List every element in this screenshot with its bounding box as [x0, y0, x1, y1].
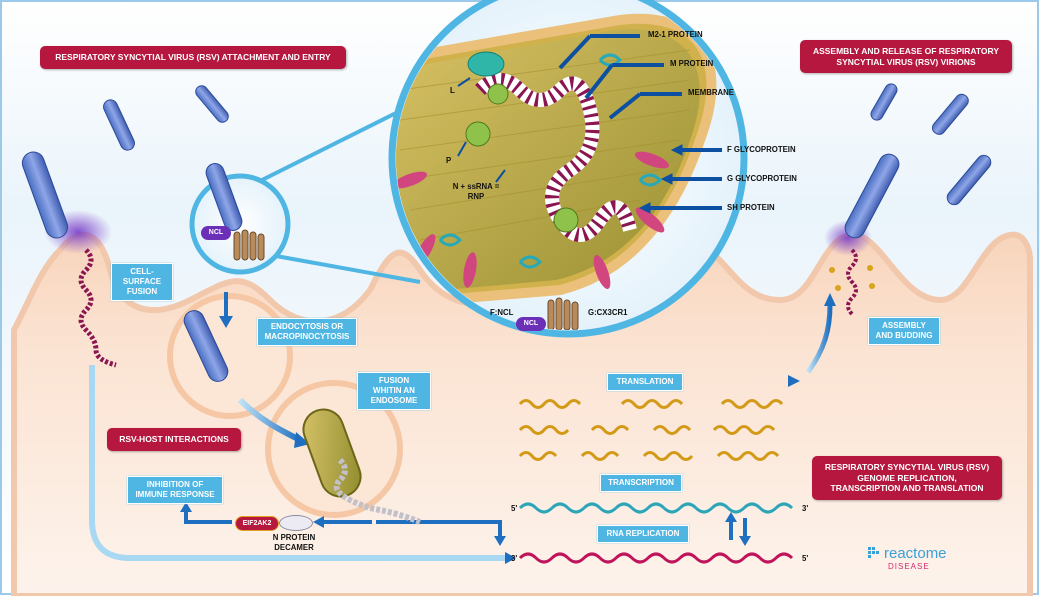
arrowhead-eif2ak2: [313, 516, 324, 528]
strand-neg-5prime: 5': [802, 554, 809, 563]
label-n-protein-decamer: N PROTEIN DECAMER: [272, 533, 316, 552]
flow-arrowhead-replication: [505, 552, 516, 564]
label-l-protein: L: [450, 86, 455, 95]
banner-attachment-entry: RESPIRATORY SYNCYTIAL VIRUS (RSV) ATTACH…: [40, 46, 346, 69]
arrow-to-inhibition: [184, 510, 232, 524]
positive-strand-rna: [518, 502, 794, 514]
mrna-transcripts: [518, 399, 784, 461]
n-protein-decamer-shape: [279, 515, 313, 531]
label-f-ncl: F:NCL: [490, 308, 514, 317]
label-p-protein: P: [446, 156, 452, 165]
arrowhead-uncoating: [494, 536, 506, 546]
label-m-protein: M PROTEIN: [670, 59, 714, 68]
strand-pos-5prime: 5': [511, 504, 518, 513]
reactome-logo-icon: [868, 547, 879, 558]
banner-assembly-release: ASSEMBLY AND RELEASE OF RESPIRATORY SYNC…: [800, 40, 1012, 74]
virion-cross-section: [396, 13, 717, 330]
label-n-ssrna-rnp: N + ssRNA = RNP: [452, 182, 500, 201]
step-endosome-fusion: FUSION WHITIN AN ENDOSOME: [357, 372, 431, 410]
free-virion: [103, 83, 992, 206]
cx3cr1-receptor: [233, 229, 265, 261]
step-assembly-budding: ASSEMBLY AND BUDDING: [868, 317, 940, 345]
virion-pointer-arrows: [457, 34, 722, 214]
label-g-glycoprotein: G GLYCOPROTEIN: [727, 174, 797, 183]
label-sh-protein: SH PROTEIN: [727, 203, 775, 212]
surface-fusion-virion: [21, 151, 117, 368]
arrowhead-translation: [788, 375, 800, 387]
budding-virion: [824, 153, 900, 316]
step-surface-fusion: CELL-SURFACE FUSION: [111, 263, 173, 301]
arrowhead-endosome: [294, 432, 310, 448]
brand-sub: DISEASE: [888, 562, 930, 571]
strand-neg-3prime: 3': [511, 554, 518, 563]
arrow-to-budding: [805, 304, 833, 374]
ncl-receptor-complex: [547, 297, 579, 330]
step-transcription: TRANSCRIPTION: [600, 474, 682, 492]
endosome-virion: [302, 408, 422, 525]
arrowhead-budding: [824, 293, 836, 306]
arrowhead-down: [739, 536, 751, 546]
banner-host-interactions: RSV-HOST INTERACTIONS: [107, 428, 241, 451]
label-m21-protein: M2-1 PROTEIN: [648, 30, 703, 39]
arrow-to-endosome: [237, 397, 302, 443]
arrowhead-inhibition: [180, 502, 192, 512]
banner-replication: RESPIRATORY SYNCYTIAL VIRUS (RSV) GENOME…: [812, 456, 1002, 500]
strand-pos-3prime: 3': [802, 504, 809, 513]
step-inhibition-immune: INHIBITION OF IMMUNE RESPONSE: [127, 476, 223, 504]
arrowhead-up: [725, 512, 737, 522]
ncl-pill-small: NCL: [201, 226, 231, 240]
arrowhead-endocytosis: [219, 316, 233, 328]
ncl-pill-large: NCL: [516, 317, 546, 331]
receptor-virion: [205, 163, 243, 231]
step-translation: TRANSLATION: [607, 373, 683, 391]
endocytosed-virion: [183, 310, 229, 382]
zoom-connector-bottom: [275, 254, 421, 284]
brand-name: reactome: [884, 545, 947, 562]
flow-line-to-replication: [89, 365, 505, 561]
negative-strand-rna: [518, 552, 794, 564]
label-membrane: MEMBRANE: [688, 88, 734, 97]
eif2ak2-pill: EIF2AK2: [235, 516, 279, 531]
label-f-glycoprotein: F GLYCOPROTEIN: [727, 145, 796, 154]
label-g-cx3cr1: G:CX3CR1: [588, 308, 628, 317]
step-endocytosis: ENDOCYTOSIS OR MACROPINOCYTOSIS: [257, 318, 357, 346]
step-rna-replication: RNA REPLICATION: [597, 525, 689, 543]
zoom-connector-top: [261, 108, 403, 182]
